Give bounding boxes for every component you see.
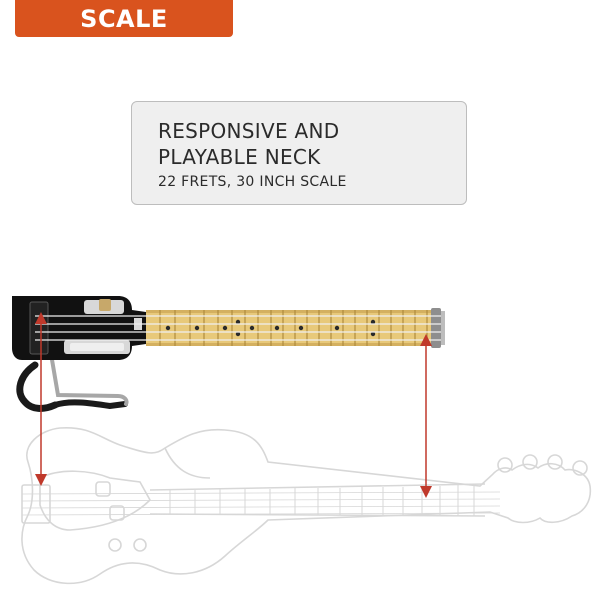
travel-bass-image	[12, 296, 445, 412]
info-title: RESPONSIVE AND PLAYABLE NECK	[158, 119, 340, 169]
badge-label: SCALE	[80, 4, 168, 33]
scale-badge: SCALE	[15, 0, 233, 37]
info-subtitle: 22 FRETS, 30 INCH SCALE	[158, 174, 347, 190]
standard-bass-outline	[21, 427, 592, 585]
scale-arrows	[35, 312, 432, 498]
info-card: RESPONSIVE AND PLAYABLE NECK 22 FRETS, 3…	[131, 101, 467, 205]
